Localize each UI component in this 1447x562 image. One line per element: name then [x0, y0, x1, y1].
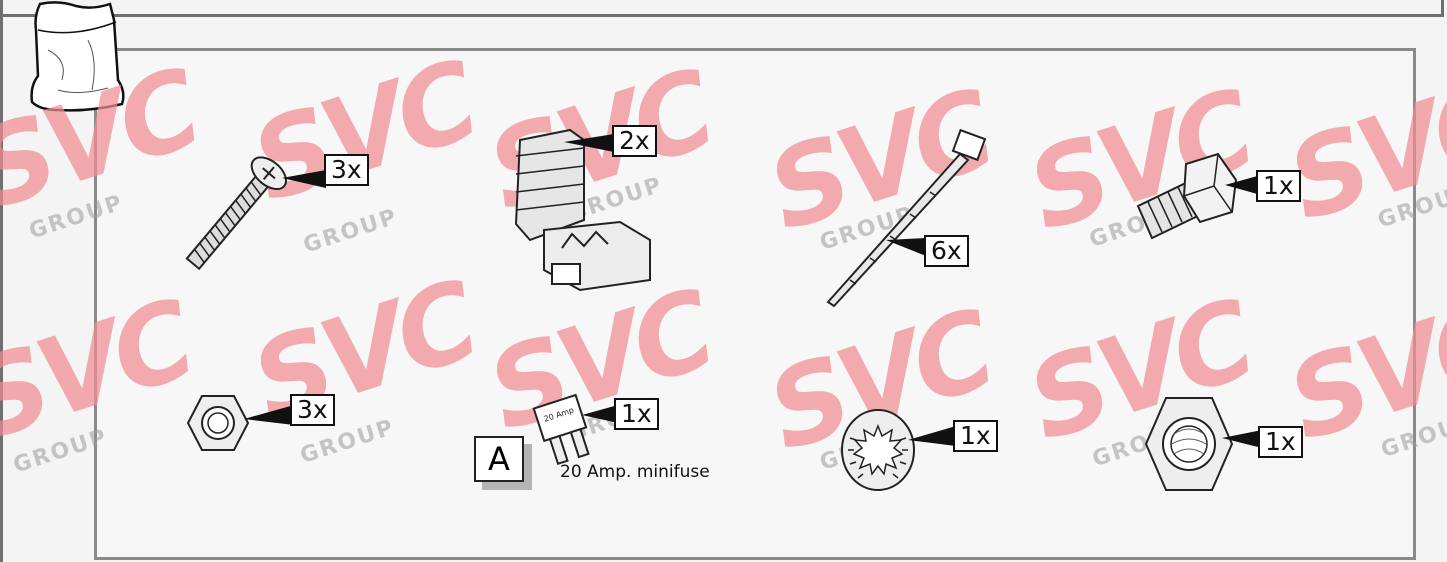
hex-nut-small-icon — [186, 392, 250, 454]
lock-washer-icon — [838, 408, 918, 492]
minifuse-quantity-label: 1x — [614, 398, 659, 430]
cable-clamp-icon — [500, 128, 660, 292]
screw-icon — [178, 140, 298, 280]
cable-tie-quantity-label: 6x — [924, 235, 969, 267]
minifuse-icon: 20 Amp — [532, 393, 594, 466]
hex-nut-large-icon — [1144, 394, 1234, 494]
cable-tie-icon — [820, 128, 990, 310]
minifuse-caption: 20 Amp. minifuse — [560, 462, 710, 482]
parts-bag-icon — [18, 0, 138, 118]
left-frame-edge — [0, 0, 3, 562]
hex-bolt-icon — [1128, 150, 1240, 250]
hex-nut-large-quantity-label: 1x — [1258, 426, 1303, 458]
cable-clamp-quantity-label: 2x — [612, 125, 657, 157]
top-frame — [0, 0, 1444, 17]
screw-quantity-label: 3x — [324, 154, 369, 186]
lock-washer-quantity-label: 1x — [953, 420, 998, 452]
hex-nut-small-quantity-label: 3x — [290, 394, 335, 426]
callout-a: A — [474, 436, 524, 482]
hex-bolt-quantity-label: 1x — [1256, 170, 1301, 202]
